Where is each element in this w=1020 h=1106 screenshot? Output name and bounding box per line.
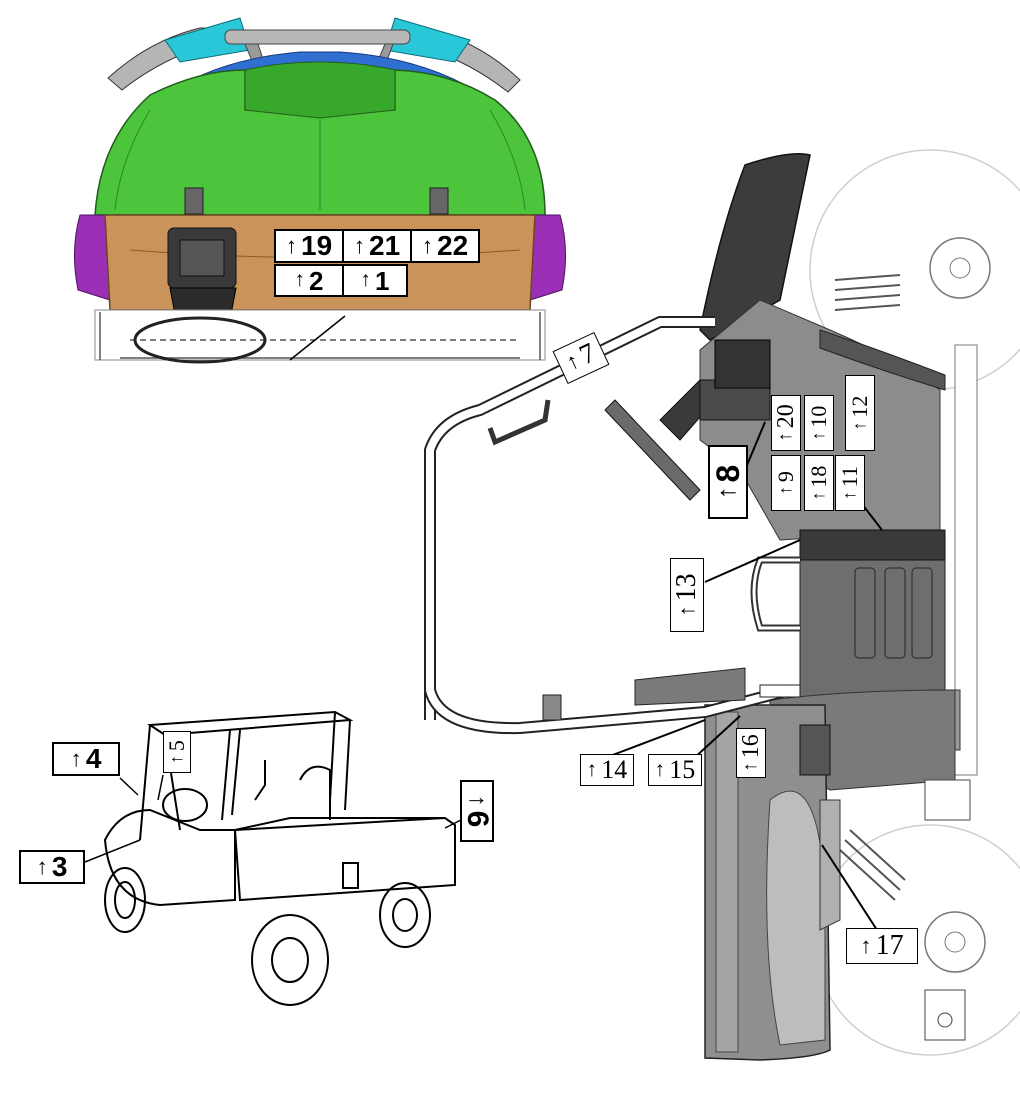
arrow-up-icon: ↑ (285, 232, 298, 258)
label-14-text: 14 (601, 755, 628, 784)
label-18: ↑ 18 (804, 455, 834, 511)
label-5-text: 5 (164, 740, 189, 752)
label-5: ↑5 (163, 731, 191, 773)
arrow-up-icon: ↑ (860, 932, 872, 958)
label-13: ↑ 13 (670, 558, 704, 632)
arrow-up-icon: ↑ (464, 794, 491, 807)
label-2-text: 2 (308, 265, 324, 296)
arrow-up-icon: ↑ (654, 757, 666, 781)
label-19-text: 19 (301, 230, 333, 261)
label-16: ↑ 16 (736, 728, 766, 778)
label-13-text: 13 (671, 573, 702, 602)
arrow-up-icon: ↑ (808, 431, 829, 441)
arrow-up-icon: ↑ (36, 853, 48, 879)
label-12-text: 12 (847, 395, 872, 418)
label-11-text: 11 (837, 466, 862, 488)
arrow-up-icon: ↑ (775, 432, 797, 442)
label-10: ↑ 10 (804, 395, 834, 451)
label-15: ↑15 (648, 754, 702, 786)
label-10-text: 10 (806, 405, 831, 428)
label-3: ↑3 (19, 850, 85, 884)
label-19: ↑19 (274, 229, 344, 263)
arrow-up-icon: ↑ (713, 486, 742, 500)
label-8-text: 8 (710, 464, 746, 483)
label-17: ↑17 (846, 928, 918, 964)
arrow-up-icon: ↑ (360, 268, 371, 292)
arrow-up-icon: ↑ (353, 232, 366, 258)
label-3-text: 3 (51, 851, 68, 882)
label-21-text: 21 (369, 230, 401, 261)
arrow-up-icon: ↑ (839, 491, 860, 500)
arrow-up-icon: ↑ (294, 268, 305, 292)
label-1-text: 1 (374, 265, 390, 296)
arrow-up-icon: ↑ (70, 745, 82, 771)
label-20: ↑ 20 (771, 395, 801, 451)
label-21: ↑21 (342, 229, 412, 263)
arrow-up-icon: ↑ (740, 762, 762, 772)
label-14: ↑14 (580, 754, 634, 786)
label-4-text: 4 (85, 743, 102, 774)
label-20-text: 20 (773, 404, 799, 429)
arrow-up-icon: ↑ (849, 421, 870, 431)
label-17-text: 17 (875, 930, 904, 961)
label-8: ↑8 (708, 445, 748, 519)
utv-iso-view (84, 710, 466, 1006)
label-6-text: 6 (461, 810, 494, 828)
label-16-text: 16 (738, 734, 764, 759)
label-15-text: 15 (669, 755, 696, 784)
label-12: ↑ 12 (845, 375, 875, 451)
label-4: ↑4 (52, 742, 120, 776)
label-6: ↑6 (460, 780, 494, 842)
label-22-text: 22 (437, 230, 469, 261)
arrow-up-icon: ↑ (808, 491, 829, 501)
label-18-text: 18 (806, 465, 831, 488)
label-9: ↑9 (771, 455, 801, 511)
arrow-up-icon: ↑ (421, 232, 434, 258)
label-22: ↑22 (410, 229, 480, 263)
arrow-up-icon: ↑ (166, 755, 187, 764)
label-9-text: 9 (773, 471, 798, 483)
arrow-up-icon: ↑ (775, 486, 796, 495)
arrow-up-icon: ↑ (586, 757, 598, 781)
label-11: ↑ 11 (835, 455, 865, 511)
label-2: ↑2 (274, 264, 344, 297)
arrow-up-icon: ↑ (673, 605, 699, 617)
front-hood-view (73, 17, 567, 364)
label-1: ↑1 (342, 264, 408, 297)
